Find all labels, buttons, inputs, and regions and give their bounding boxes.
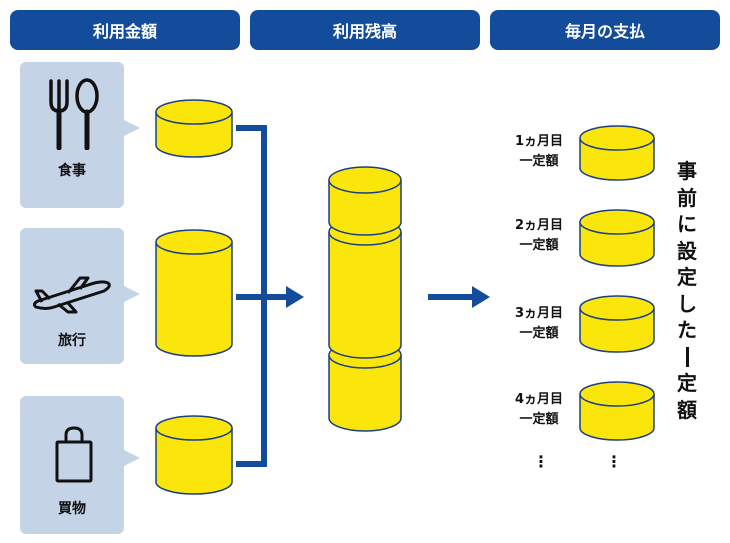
shopping-bag-icon <box>54 426 94 488</box>
callout-pointer-shopping <box>124 450 140 466</box>
month-name-3: 3ヵ月目 <box>514 306 564 321</box>
month-amount-4: 一定額 <box>519 412 559 427</box>
arrow-to-payment <box>472 286 490 308</box>
coin-month-3 <box>579 295 655 353</box>
side-char: 前 <box>677 185 697 210</box>
side-char: た <box>677 318 697 342</box>
month-name-4: 4ヵ月目 <box>514 392 564 407</box>
side-char: 定 <box>677 371 697 395</box>
month-label-3: 3ヵ月目 一定額 <box>504 304 574 344</box>
bracket-connector <box>236 125 290 467</box>
ellipsis-coin: ⋮ <box>606 452 622 471</box>
month-label-2: 2ヵ月目 一定額 <box>504 216 574 256</box>
side-char: に <box>677 212 697 236</box>
usage-label-meal: 食事 <box>58 163 86 179</box>
ellipsis-label: ⋮ <box>533 452 549 471</box>
month-label-1: 1ヵ月目 一定額 <box>504 132 574 172</box>
airplane-icon <box>28 274 116 318</box>
header-monthly-payment: 毎月の支払 <box>490 10 720 50</box>
side-char: 額 <box>677 397 697 422</box>
fork-spoon-icon <box>46 78 102 154</box>
side-char: し <box>677 291 697 316</box>
arrow-to-balance <box>286 286 304 308</box>
header-usage-balance: 利用残高 <box>250 10 480 50</box>
month-amount-2: 一定額 <box>519 238 559 253</box>
callout-pointer-meal <box>124 120 140 136</box>
month-label-4: 4ヵ月目 一定額 <box>504 390 574 430</box>
month-name-1: 1ヵ月目 <box>514 134 564 149</box>
usage-card-meal: 食事 <box>20 62 124 208</box>
side-char: 事 <box>677 159 697 183</box>
coin-month-4 <box>579 381 655 441</box>
usage-card-shopping: 買物 <box>20 396 124 534</box>
header-usage-amount: 利用金額 <box>10 10 240 50</box>
usage-label-travel: 旅行 <box>58 333 86 349</box>
coin-meal <box>155 99 233 158</box>
coin-month-1 <box>579 125 655 181</box>
side-note-vertical: 事 前 に 設 定 し た 定 額 <box>672 158 702 423</box>
side-char: 定 <box>677 265 697 289</box>
month-amount-3: 一定額 <box>519 326 559 341</box>
usage-card-travel: 旅行 <box>20 228 124 364</box>
callout-pointer-travel <box>124 286 140 302</box>
usage-label-shopping: 買物 <box>58 501 86 517</box>
coin-month-2 <box>579 209 655 267</box>
coin-stack-travel <box>155 229 233 357</box>
side-char-long-bar <box>685 346 689 367</box>
side-char: 設 <box>677 238 697 263</box>
coin-stack-balance <box>328 166 402 432</box>
month-amount-1: 一定額 <box>519 154 559 169</box>
month-name-2: 2ヵ月目 <box>514 218 564 233</box>
coin-stack-shopping <box>155 415 233 495</box>
